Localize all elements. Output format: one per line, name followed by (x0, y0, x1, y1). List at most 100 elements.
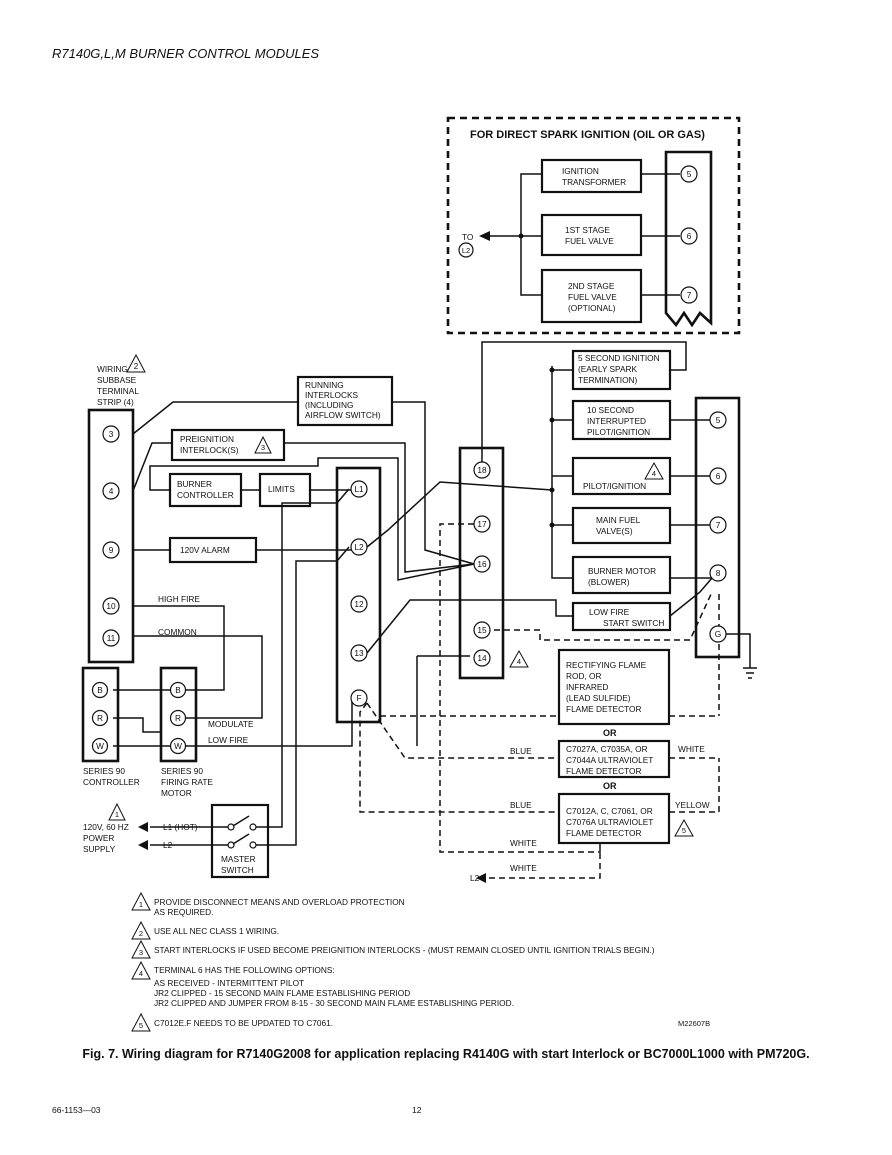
svg-text:USE ALL NEC CLASS 1 WIRING.: USE ALL NEC CLASS 1 WIRING. (154, 926, 279, 936)
rectifying-label-3: INFRARED (566, 682, 608, 692)
second-stage-label-1: 2ND STAGE (568, 281, 615, 291)
first-stage-label-1: 1ST STAGE (565, 225, 610, 235)
running-interlocks-label-4: AIRFLOW SWITCH) (305, 410, 381, 420)
svg-text:5: 5 (716, 415, 721, 425)
series90-terminals: B R W B R W (91, 681, 187, 755)
or-label-2: OR (603, 781, 617, 791)
running-interlocks-box (296, 375, 394, 427)
rectifying-label-2: ROD, OR (566, 671, 602, 681)
subbase-note-num: 2 (134, 362, 139, 371)
right-terminals: 5 6 7 8 G (709, 411, 727, 643)
svg-text:18: 18 (477, 465, 487, 475)
svg-text:R: R (97, 713, 103, 723)
svg-text:JR2 CLIPPED - 15 SECOND MAIN F: JR2 CLIPPED - 15 SECOND MAIN FLAME ESTAB… (154, 988, 410, 998)
spark-common-bus (489, 173, 542, 296)
page-header: R7140G,L,M BURNER CONTROL MODULES (52, 46, 320, 61)
spark-ignition-title: FOR DIRECT SPARK IGNITION (OIL OR GAS) (470, 129, 705, 141)
main-fuel-valve-box (571, 506, 672, 545)
l2-arrow-icon (138, 840, 148, 850)
svg-text:AS REQUIRED.: AS REQUIRED. (154, 907, 213, 917)
low-fire-label-1: LOW FIRE (589, 607, 630, 617)
module-terminals: 18 17 16 15 14 (473, 461, 491, 667)
uv2-note-num: 5 (682, 826, 686, 835)
preignition-label-2: INTERLOCK(S) (180, 445, 239, 455)
master-contact-4 (249, 841, 257, 849)
svg-text:11: 11 (107, 633, 116, 643)
bottom-l2-arrow-icon (476, 873, 486, 883)
high-fire-label: HIGH FIRE (158, 594, 200, 604)
power-label-2: POWER (83, 833, 114, 843)
white-label-3: WHITE (510, 863, 537, 873)
svg-text:4: 4 (139, 969, 143, 978)
running-interlocks-label-2: INTERLOCKS (305, 390, 358, 400)
svg-text:B: B (97, 685, 103, 695)
spark-terminal-7-label: 7 (687, 290, 692, 300)
first-stage-fuel-valve-box (540, 213, 643, 257)
master-contact-1 (227, 823, 235, 831)
svg-text:PROVIDE DISCONNECT MEANS AND O: PROVIDE DISCONNECT MEANS AND OVERLOAD PR… (154, 897, 405, 907)
svg-text:AS RECEIVED - INTERMITTENT PIL: AS RECEIVED - INTERMITTENT PILOT (154, 978, 304, 988)
svg-text:7: 7 (716, 520, 721, 530)
limits-label: LIMITS (268, 484, 295, 494)
note-4-pilot-triangle-icon (644, 461, 664, 480)
master-switch-blades (232, 815, 250, 845)
svg-text:8: 8 (716, 568, 721, 578)
ign10-label-3: PILOT/IGNITION (587, 427, 650, 437)
svg-text:16: 16 (477, 559, 487, 569)
rectifying-label-1: RECTIFYING FLAME (566, 660, 647, 670)
low-fire-label-2: START SWITCH (603, 618, 664, 628)
modulate-label: MODULATE (208, 719, 254, 729)
page-number: 12 (412, 1105, 422, 1115)
note-5-triangle-icon (674, 818, 694, 837)
ignition-transformer-label-1: IGNITION (562, 166, 599, 176)
rectifying-detector-box (557, 648, 671, 726)
ign5-label-2: (EARLY SPARK (578, 364, 637, 374)
spark-wires (641, 173, 680, 296)
spark-terminal-5-label: 5 (687, 169, 692, 179)
main-fuel-label-2: VALVE(S) (596, 526, 633, 536)
control-terminal-strip (335, 466, 382, 724)
running-interlocks-label-3: (INCLUDING (305, 400, 353, 410)
note-1-triangle-icon (108, 802, 126, 821)
svg-text:TERMINAL 6 HAS THE FOLLOWING O: TERMINAL 6 HAS THE FOLLOWING OPTIONS: (154, 965, 335, 975)
document-number: 66-1153—03 (52, 1105, 101, 1115)
ign10-label-1: 10 SECOND (587, 405, 634, 415)
preignition-label-1: PREIGNITION (180, 434, 234, 444)
svg-text:12: 12 (354, 599, 364, 609)
spark-to-label: TO (462, 232, 474, 242)
spark-terminal-7 (680, 286, 698, 304)
junction-dot-1 (549, 487, 555, 493)
master-switch-label-1: MASTER (221, 854, 256, 864)
power-note-num: 1 (115, 810, 119, 819)
dashed-wires (359, 523, 720, 879)
svg-text:C7012E.F NEEDS TO BE UPDATED T: C7012E.F NEEDS TO BE UPDATED TO C7061. (154, 1018, 333, 1028)
svg-text:10: 10 (106, 601, 116, 611)
subbase-label-3: TERMINAL (97, 386, 139, 396)
subbase-terminals: 3 4 9 10 11 (102, 425, 120, 647)
rectifying-label-5: FLAME DETECTOR (566, 704, 641, 714)
power-label-3: SUPPLY (83, 844, 116, 854)
white-label-1: WHITE (678, 744, 705, 754)
svg-text:JR2 CLIPPED AND JUMPER FROM 8-: JR2 CLIPPED AND JUMPER FROM 8-15 - 30 SE… (154, 998, 514, 1008)
burner-motor-label-2: (BLOWER) (588, 577, 630, 587)
svg-text:1: 1 (139, 900, 143, 909)
power-label-1: 120V, 60 HZ (83, 822, 129, 832)
svg-text:3: 3 (139, 948, 143, 957)
uv2-label-2: C7076A ULTRAVIOLET (566, 817, 653, 827)
low-fire-wire-label: LOW FIRE (208, 735, 249, 745)
series90-motor-label-1: SERIES 90 (161, 766, 203, 776)
running-interlocks-label-1: RUNNING (305, 380, 344, 390)
low-fire-start-switch-box (571, 601, 672, 632)
svg-text:9: 9 (109, 545, 114, 555)
notes-section: 1 PROVIDE DISCONNECT MEANS AND OVERLOAD … (131, 891, 655, 1032)
common-label: COMMON (158, 627, 197, 637)
uv2-label-3: FLAME DETECTOR (566, 828, 641, 838)
note-3-triangle-icon (254, 435, 272, 454)
pilot-note-num: 4 (652, 469, 656, 478)
solid-wires (113, 341, 751, 846)
master-switch-box (210, 803, 270, 879)
second-stage-label-3: (OPTIONAL) (568, 303, 616, 313)
burner-controller-label-2: CONTROLLER (177, 490, 234, 500)
pilot-label: PILOT/IGNITION (583, 481, 646, 491)
subbase-label-2: SUBBASE (97, 375, 137, 385)
